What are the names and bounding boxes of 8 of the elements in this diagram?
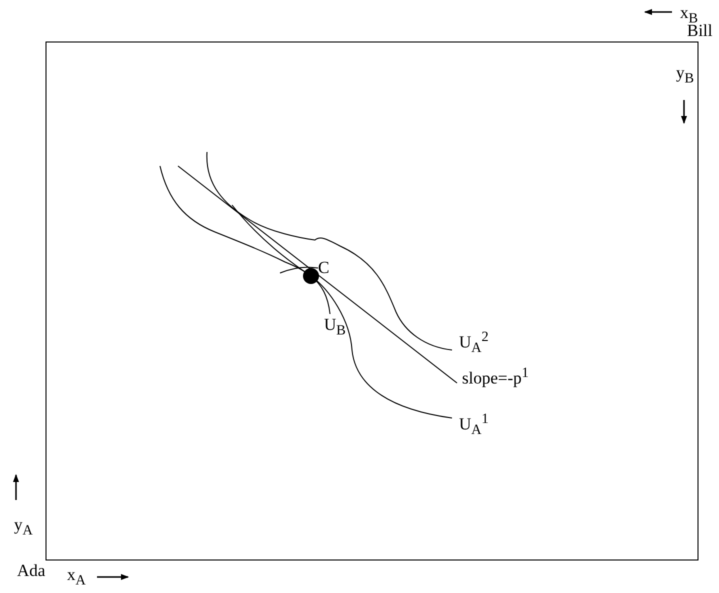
axis-label: y$_{A}$	[14, 516, 33, 539]
axis-label: x$_{A}$	[67, 566, 86, 589]
line-label: slope=-p$^{1}$	[462, 366, 529, 388]
point-label: C	[318, 259, 330, 278]
axis-label: y$_{B}$	[676, 64, 694, 87]
person-label: Bill	[687, 22, 713, 41]
curve-label: U$_{B}$	[324, 316, 346, 339]
person-label: Ada	[17, 562, 46, 581]
